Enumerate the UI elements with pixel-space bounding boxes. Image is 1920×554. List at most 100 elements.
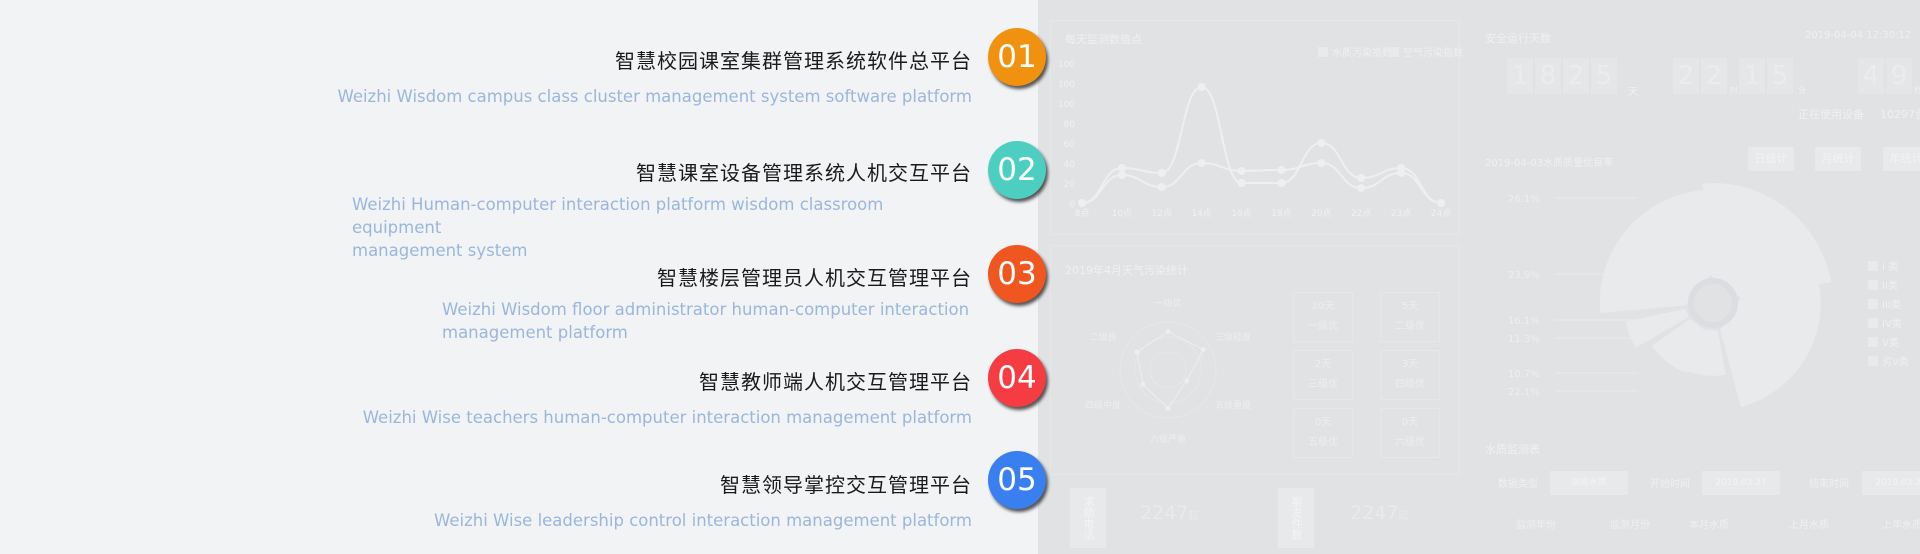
data-point <box>1157 183 1166 191</box>
legend-swatch <box>1868 337 1878 347</box>
x-tick-label: 24点 <box>1431 208 1451 219</box>
platform-item-1[interactable]: 智慧校园课室集群管理系统软件总平台 Weizhi Wisdom campus c… <box>337 45 972 108</box>
stat-label: 求助电话 <box>1070 488 1106 548</box>
platform-title: 智慧校园课室集群管理系统软件总平台 <box>615 49 972 73</box>
pie-legend-item[interactable]: 劣V类 <box>1868 353 1909 368</box>
table-header: 上月水质 <box>1789 520 1829 531</box>
box-days: 0天 <box>1314 417 1332 428</box>
percent-label: 22.1% <box>1508 387 1540 398</box>
table-title: 水质监测表 <box>1485 443 1540 456</box>
weather-panel <box>1050 245 1460 475</box>
platform-title: 智慧领导掌控交互管理平台 <box>720 473 972 497</box>
digit: 2 <box>1673 58 1699 94</box>
series-line <box>1081 161 1442 204</box>
platform-item-4[interactable]: 智慧教师端人机交互管理平台 Weizhi Wise teachers human… <box>363 366 972 429</box>
legend-swatch <box>1868 280 1878 290</box>
data-point <box>1237 179 1246 187</box>
radar-point <box>1200 347 1206 353</box>
weather-day-box: 0天六级优 <box>1380 408 1440 458</box>
end-date-select[interactable]: 2019.03.27 <box>1862 471 1920 495</box>
x-tick-label: 14点 <box>1191 208 1211 219</box>
rose-segment <box>1720 284 1821 408</box>
weather-title: 2019年4月天气污染统计 <box>1065 264 1188 277</box>
platform-subtitle: Weizhi Wise teachers human-computer inte… <box>362 408 972 427</box>
number-badge-04: 04 <box>988 349 1046 407</box>
radar-label: 三级轻度 <box>1215 331 1251 343</box>
data-type-select[interactable]: 湖库水质 <box>1550 471 1628 495</box>
rose-segment <box>1599 190 1711 313</box>
legend-label: III类 <box>1882 300 1901 311</box>
devices-label: 正在使用设备 <box>1798 108 1864 121</box>
platform-subtitle: Weizhi Wisdom campus class cluster manag… <box>337 87 972 106</box>
box-days: 2天 <box>1314 359 1332 370</box>
monthly-stats-button[interactable]: 月统计 <box>1815 147 1861 171</box>
platform-subtitle: Weizhi Wise leadership control interacti… <box>434 511 972 530</box>
stat-value: 2247起 <box>1140 502 1199 524</box>
x-tick-label: 8点 <box>1075 208 1090 219</box>
x-tick-label: 20点 <box>1311 208 1331 219</box>
daily-stats-button[interactable]: 日统计 <box>1748 147 1794 171</box>
line-chart-panel <box>1050 20 1460 235</box>
percent-label: 16.1% <box>1508 316 1540 327</box>
box-label: 一级优 <box>1308 321 1338 332</box>
filter-label: 结束时间 <box>1809 479 1849 490</box>
table-header: 监测年份 <box>1516 520 1556 531</box>
pie-legend-item[interactable]: II类 <box>1868 277 1898 292</box>
pie-legend-item[interactable]: III类 <box>1868 296 1901 311</box>
subtitle-line: Weizhi Human-computer interaction platfo… <box>352 195 884 237</box>
data-point <box>1157 169 1166 177</box>
pie-legend-item[interactable]: IV类 <box>1868 315 1902 330</box>
platform-item-2[interactable]: 智慧课室设备管理系统人机交互平台 Weizhi Human-computer i… <box>352 157 972 262</box>
box-label: 二级优 <box>1395 321 1425 332</box>
stat-label: 案发件数 <box>1278 488 1314 548</box>
data-point <box>1117 171 1126 179</box>
data-point <box>1357 184 1366 192</box>
weather-day-box: 20天一级优 <box>1293 292 1353 342</box>
percent-label: 23.9% <box>1508 270 1540 281</box>
platform-item-5[interactable]: 智慧领导掌控交互管理平台 Weizhi Wise leadership cont… <box>434 469 972 532</box>
platform-item-3[interactable]: 智慧楼层管理员人机交互管理平台 Weizhi Wisdom floor admi… <box>442 262 972 344</box>
digit: 8 <box>1535 58 1561 94</box>
radar-label: 五级重度 <box>1215 399 1251 411</box>
radar-label: 二级良 <box>1090 331 1117 343</box>
data-point <box>1277 179 1286 187</box>
start-date-select[interactable]: 2019.03.27 <box>1702 471 1780 495</box>
unit-days: 天 <box>1628 87 1638 98</box>
y-tick-label: 0 <box>1069 200 1075 210</box>
digit: 9 <box>1886 58 1912 94</box>
pie-legend-item[interactable]: I 类 <box>1868 258 1898 273</box>
digit: 1 <box>1507 58 1533 94</box>
yearly-stats-button[interactable]: 年统计 <box>1883 147 1920 171</box>
percent-label: 11.3% <box>1508 334 1540 345</box>
table-header: 监测月份 <box>1610 520 1650 531</box>
digit: 2 <box>1563 58 1589 94</box>
box-label: 五级优 <box>1308 437 1338 448</box>
digit: 5 <box>1591 58 1617 94</box>
weather-day-box: 3天四级优 <box>1380 350 1440 400</box>
legend-air: 空气污染指数 <box>1389 44 1463 59</box>
rose-segment <box>1702 183 1832 299</box>
radar-point <box>1184 378 1190 384</box>
devices-value: 10297台 <box>1880 108 1920 121</box>
number-badge-05: 05 <box>988 451 1046 509</box>
radar-ring <box>1119 321 1217 419</box>
radar-label: 四级中度 <box>1085 399 1121 411</box>
table-header: 上年水质 <box>1882 520 1920 531</box>
platform-title: 智慧课室设备管理系统人机交互平台 <box>636 161 972 185</box>
radar-label: 一级优 <box>1154 297 1181 309</box>
weather-day-box: 2天三级优 <box>1293 350 1353 400</box>
y-tick-label: 100 <box>1058 60 1075 70</box>
number-badge-01: 01 <box>988 28 1046 86</box>
radar-area <box>1136 331 1205 410</box>
unit-minutes: 分 <box>1798 86 1806 95</box>
series-line <box>1081 85 1442 204</box>
platform-title: 智慧楼层管理员人机交互管理平台 <box>657 266 972 290</box>
subtitle-line: Weizhi Wisdom floor administrator human-… <box>442 300 970 319</box>
pie-legend-item[interactable]: V类 <box>1868 334 1899 349</box>
legend-label: II类 <box>1882 281 1898 292</box>
percent-label: 10.7% <box>1508 369 1540 380</box>
data-point <box>1078 199 1086 207</box>
platform-subtitle: Weizhi Human-computer interaction platfo… <box>352 193 972 262</box>
